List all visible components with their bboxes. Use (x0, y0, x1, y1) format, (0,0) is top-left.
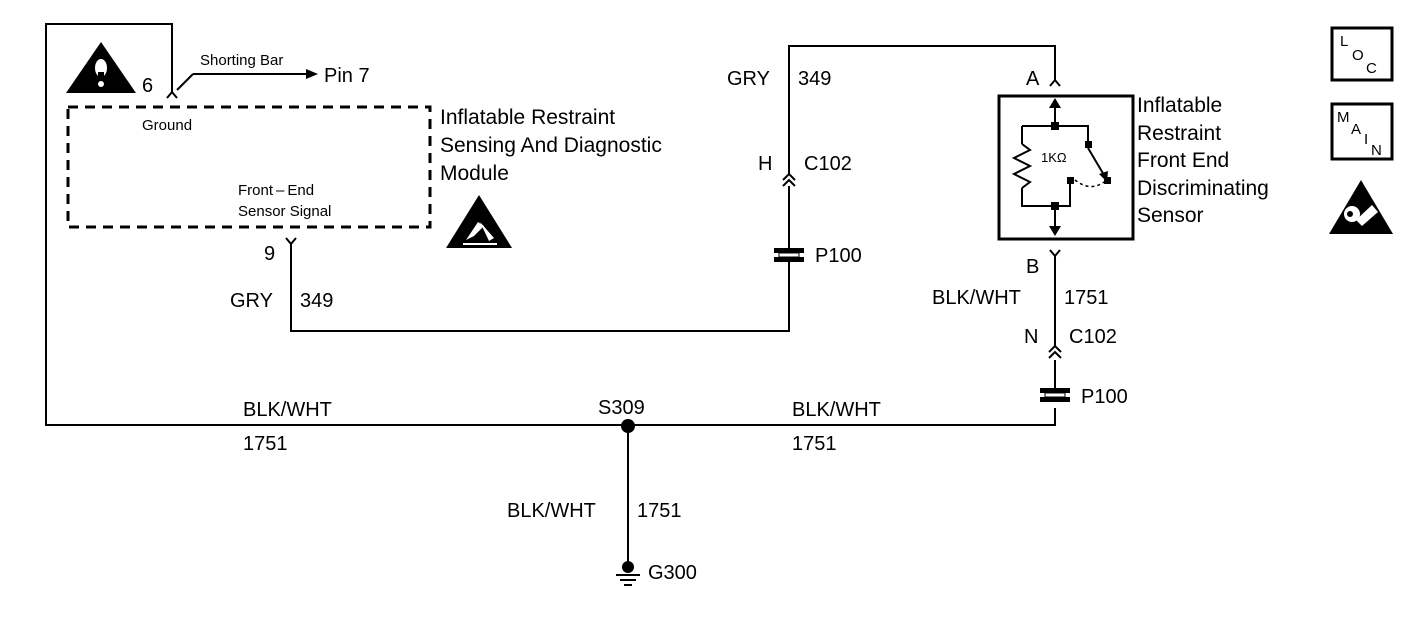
node-bottom (1051, 202, 1059, 210)
pin6-terminal (166, 90, 178, 99)
loc-icon-box (1330, 26, 1394, 82)
node-top (1051, 122, 1059, 130)
sensor-internal-bottom (1021, 181, 1071, 207)
sensor-title-line3: Front End (1137, 149, 1229, 172)
bw-circuit-left: 1751 (243, 433, 288, 455)
module-pin6-label: Ground (142, 117, 192, 134)
ground-g300-label: G300 (648, 562, 697, 584)
switch-travel-arc (1074, 179, 1105, 188)
p100-grommet-2 (1040, 388, 1070, 402)
sensor-outline (997, 94, 1135, 241)
pin9-terminal (285, 237, 297, 246)
bw-color-left: BLK/WHT (243, 399, 332, 421)
module-title-line2: Sensing And Diagnostic (440, 134, 662, 157)
sensor-title-line2: Restraint (1137, 122, 1221, 145)
switch-contact-bottom (1067, 177, 1074, 184)
airbag-warning-icon (1329, 180, 1393, 234)
esd-sensitive-icon (446, 195, 512, 248)
module-pin9-label-line2: Sensor Signal (238, 203, 331, 220)
main-icon-box (1330, 102, 1394, 161)
main-icon-a: A (1351, 121, 1361, 138)
p100-grommet-1 (774, 248, 804, 262)
main-icon-m: M (1337, 109, 1350, 126)
shorting-bar-target: Pin 7 (324, 65, 370, 87)
c102-label-2: C102 (1069, 326, 1117, 348)
ground-wire-left-loop (45, 23, 628, 426)
c102-connector-h (782, 172, 796, 187)
bw-circuit-sensor: 1751 (1064, 287, 1109, 309)
main-icon-i: I (1364, 131, 1368, 148)
sensor-arrow-bottom-head (1049, 226, 1061, 236)
c102-label-1: C102 (804, 153, 852, 175)
splice-s309-label: S309 (598, 397, 645, 419)
sensor-title-line5: Sensor (1137, 204, 1204, 227)
resistor-value: 1KΩ (1041, 150, 1067, 165)
module-pin6-number: 6 (142, 75, 153, 97)
module-pin9-number: 9 (264, 243, 275, 265)
bw-color-right: BLK/WHT (792, 399, 881, 421)
bw-circuit-ground: 1751 (637, 500, 682, 522)
module-title-line3: Module (440, 162, 509, 185)
sensor-arrow-top-head (1049, 98, 1061, 108)
switch-arm (1087, 147, 1105, 176)
main-icon-n: N (1371, 142, 1382, 159)
sensor-title-line1: Inflatable (1137, 94, 1222, 117)
sensor-terminal-a (1049, 78, 1061, 87)
c102-pin-n: N (1024, 326, 1038, 348)
gry-color-label-2: GRY (727, 68, 770, 90)
ground-wire-right (628, 408, 1056, 426)
module-title-line1: Inflatable Restraint (440, 106, 615, 129)
loc-icon-l: L (1340, 33, 1348, 50)
loc-icon-c: C (1366, 60, 1377, 77)
p100-label-2: P100 (1081, 386, 1128, 408)
bw-color-sensor: BLK/WHT (932, 287, 1021, 309)
shorting-bar-line (176, 73, 194, 91)
sensor-terminal-b-label: B (1026, 256, 1039, 278)
signal-wire-top (788, 45, 1056, 174)
sensor-terminal-b (1049, 249, 1061, 258)
module-pin9-label-line1: Front – End (238, 182, 314, 199)
shorting-bar-arrow (306, 69, 318, 79)
bw-circuit-right: 1751 (792, 433, 837, 455)
ground-g300-icon (616, 561, 640, 586)
c102-connector-n (1048, 344, 1062, 359)
gry-circuit-label-2: 349 (798, 68, 831, 90)
switch-contact-end (1104, 177, 1111, 184)
splice-s309-dot (621, 419, 635, 433)
sensor-title-line4: Discriminating (1137, 177, 1269, 200)
signal-wire-bottom (290, 244, 790, 332)
shorting-bar-label: Shorting Bar (200, 52, 283, 69)
module-outline (66, 105, 432, 229)
caution-icon (66, 42, 136, 93)
p100-label-1: P100 (815, 245, 862, 267)
gry-circuit-label-1: 349 (300, 290, 333, 312)
sensor-terminal-a-label: A (1026, 68, 1040, 90)
resistor-zigzag (1011, 143, 1033, 189)
sensor-internal-top (1022, 125, 1089, 143)
gry-color-label-1: GRY (230, 290, 273, 312)
switch-contact-top (1085, 141, 1092, 148)
loc-icon-o: O (1352, 47, 1364, 64)
c102-pin-h: H (758, 153, 772, 175)
bw-color-ground: BLK/WHT (507, 500, 596, 522)
